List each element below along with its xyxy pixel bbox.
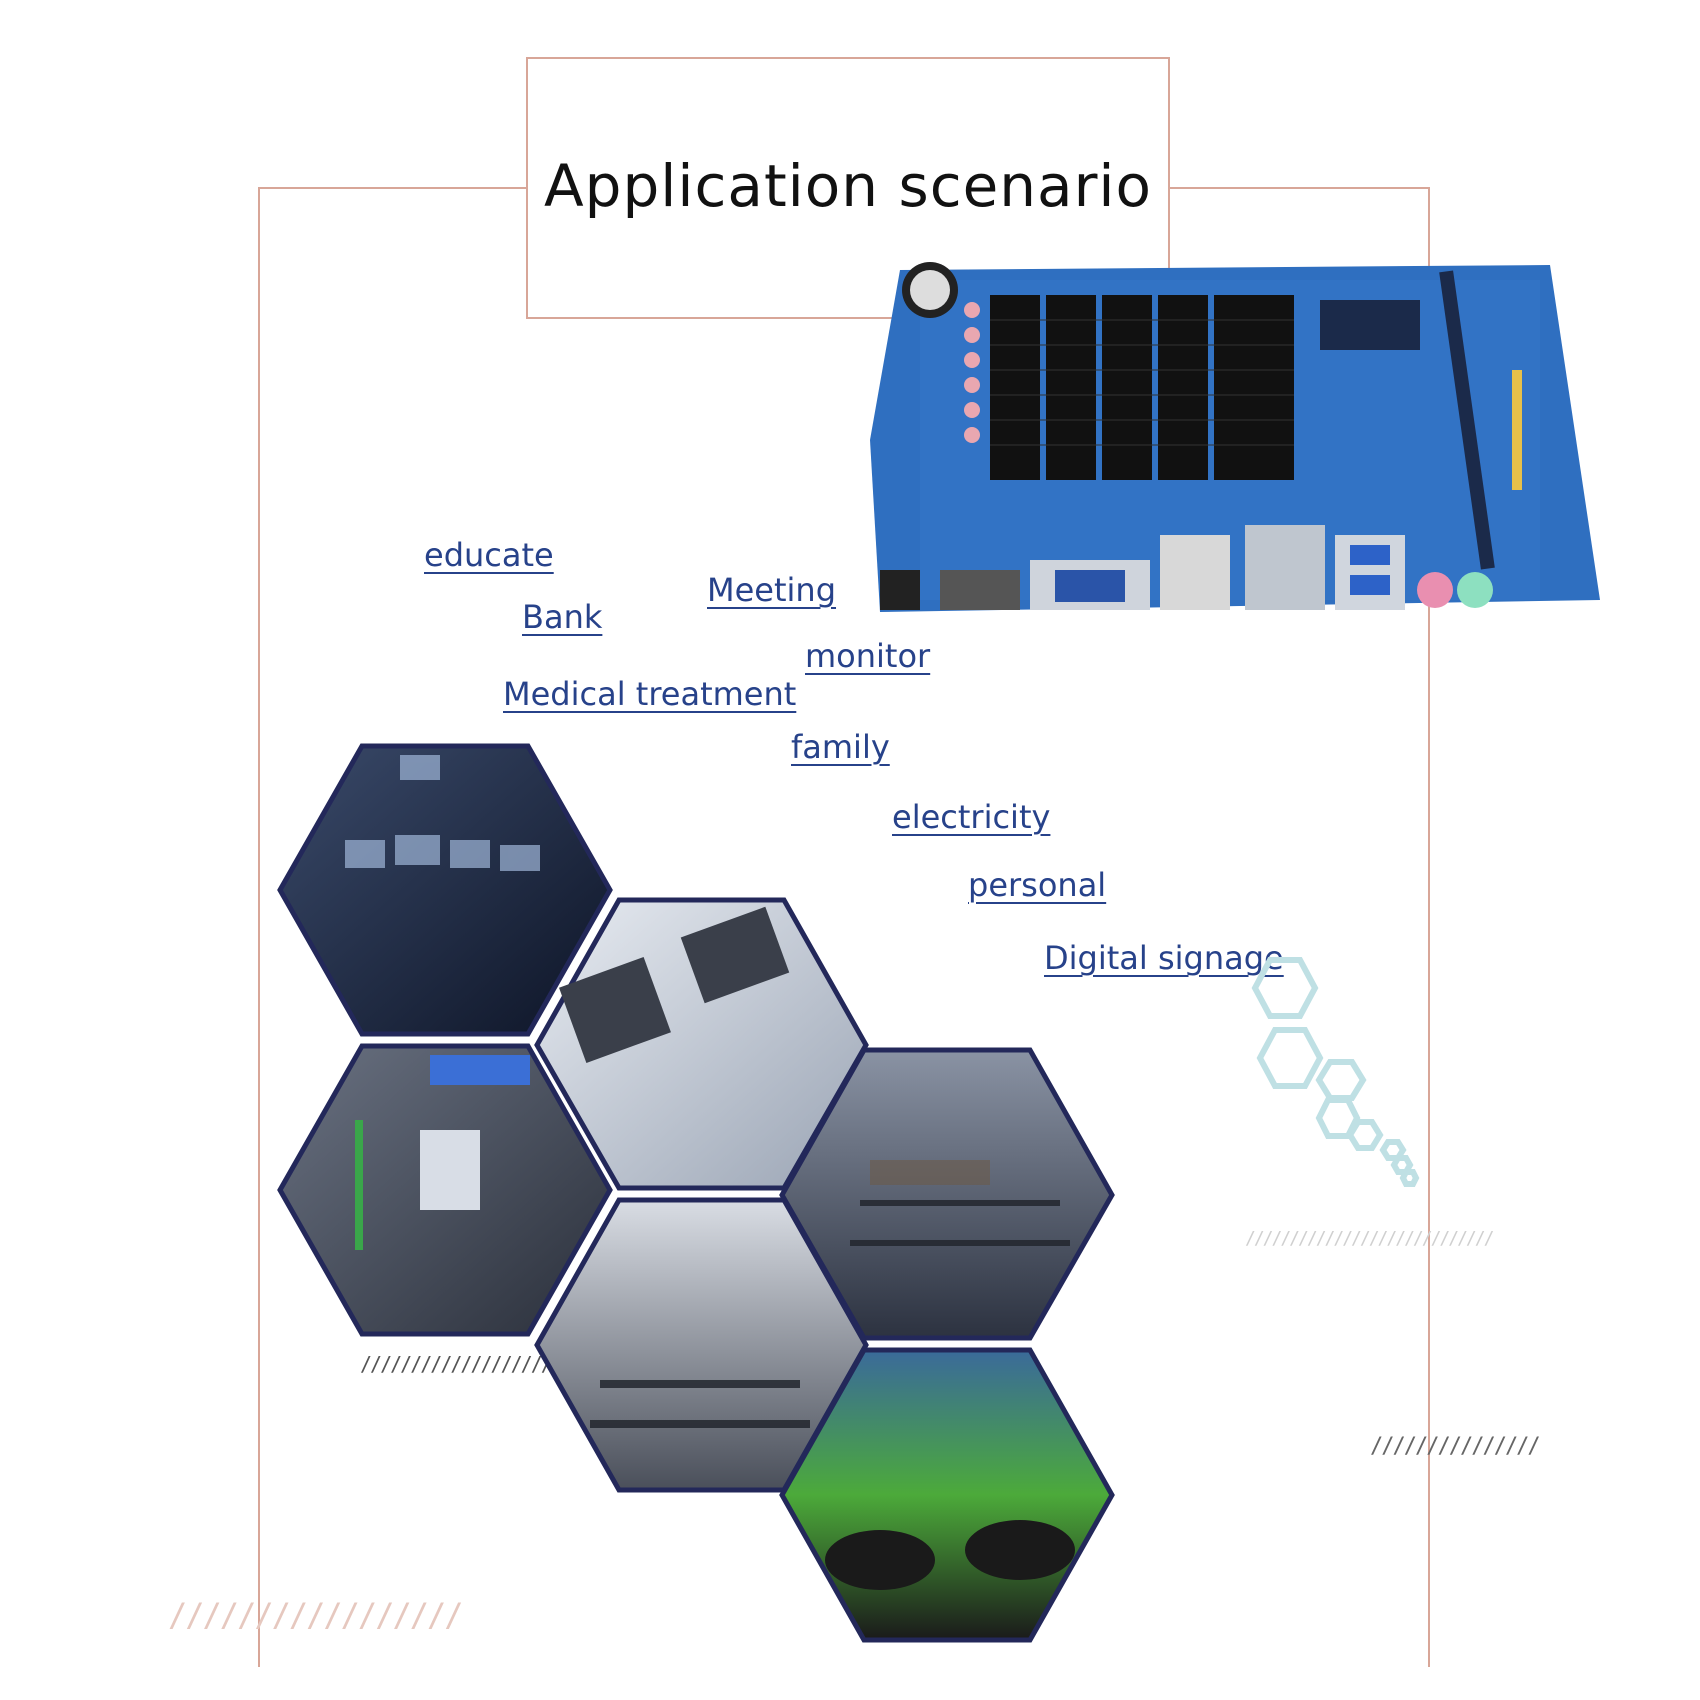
hatch-decoration-1: ////////////////////////////: [1245, 1228, 1494, 1249]
frame-top-right-line: [1170, 187, 1430, 189]
hatch-decoration-2: ///////////////: [1370, 1434, 1541, 1459]
scenario-digital-signage[interactable]: Digital signage: [1044, 939, 1284, 977]
hexagon-photo-collage: [277, 743, 1115, 1643]
scenario-monitor[interactable]: monitor: [805, 637, 931, 675]
scenario-educate[interactable]: educate: [424, 536, 554, 574]
frame-left-line: [258, 187, 260, 1667]
scenario-medical-treatment[interactable]: Medical treatment: [503, 675, 797, 713]
control-room-photo: [277, 743, 613, 1037]
scenario-electricity[interactable]: electricity: [892, 798, 1051, 836]
hatch-decoration-3: ///////////////////: [360, 1352, 553, 1376]
scenario-bank[interactable]: Bank: [522, 598, 603, 636]
hatch-decoration-4: /////////////////: [168, 1596, 464, 1634]
frame-top-left-line: [258, 187, 526, 189]
scenario-meeting[interactable]: Meeting: [707, 571, 837, 609]
scenario-personal[interactable]: personal: [968, 866, 1107, 904]
page-title: Application scenario: [543, 152, 1153, 220]
motherboard-image: [870, 262, 1600, 612]
monitoring-center-photo: [779, 1047, 1115, 1341]
frame-right-line: [1428, 187, 1430, 1667]
decorative-hexagons: [1251, 957, 1420, 1187]
scenario-family[interactable]: family: [791, 728, 890, 766]
